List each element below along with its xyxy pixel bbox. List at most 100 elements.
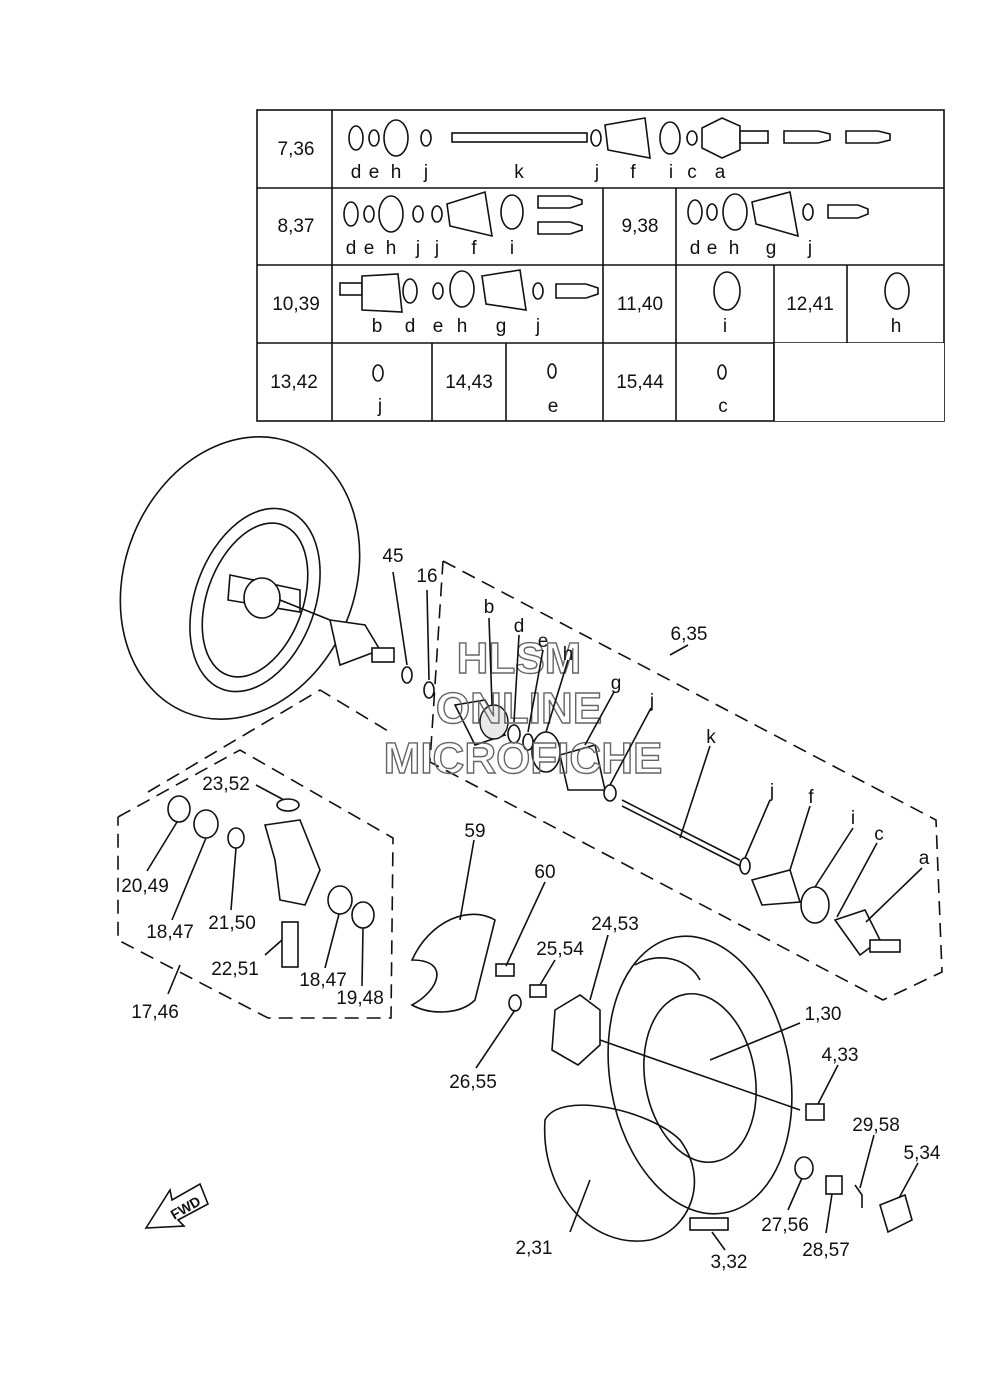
callout-1-30: 1,30 [805, 1004, 842, 1025]
callout-4-33: 4,33 [822, 1045, 859, 1066]
kit-row-id: 15,44 [616, 372, 664, 393]
kit-table: 7,36 8,37 9,38 10,39 11,40 12,41 13,42 1… [256, 109, 945, 422]
watermark: HLSM ONLINE MICROFICHE [383, 633, 663, 783]
watermark-line: ONLINE [436, 684, 602, 733]
callout-25-54: 25,54 [536, 939, 584, 960]
clip-icon [372, 364, 384, 382]
callout-23-52: 23,52 [202, 774, 250, 795]
kit-letter: i [669, 162, 673, 183]
callout-a: a [919, 848, 930, 869]
cotter-pin-icon [854, 1184, 863, 1208]
kit-letter: j [807, 238, 812, 259]
kit-letter: c [718, 396, 728, 417]
kit-row-id: 12,41 [786, 294, 834, 315]
drive-shaft-outline [429, 560, 943, 1001]
circlip-icon [717, 364, 727, 380]
callout-21-50: 21,50 [208, 913, 256, 934]
kit-row-id: 9,38 [622, 216, 659, 237]
kit-letter: h [391, 162, 402, 183]
kit-letter: g [496, 316, 507, 337]
leader-lines [146, 571, 923, 1251]
kit-letter: d [351, 162, 362, 183]
kit-letter: i [723, 316, 727, 337]
kit-letter: e [548, 396, 559, 417]
kit-row-id: 13,42 [270, 372, 318, 393]
callout-18-47: 18,47 [146, 922, 194, 943]
callout-c: c [874, 824, 884, 845]
washer-icon [794, 1156, 814, 1180]
callout-24-53: 24,53 [591, 914, 639, 935]
kit-letter: i [510, 238, 514, 259]
kit-10-parts [339, 269, 599, 313]
band-clamp-icon [884, 272, 910, 310]
kit-letter: c [687, 162, 697, 183]
kit-letter: a [715, 162, 726, 183]
circlip-icon [547, 363, 557, 379]
front-wheel [543, 935, 793, 1242]
kit-letter: e [433, 316, 444, 337]
o-ring-icon [508, 994, 522, 1012]
callout-59: 59 [464, 821, 485, 842]
callout-3-32: 3,32 [711, 1252, 748, 1273]
callout-d: d [514, 616, 525, 637]
kit-letter: h [891, 316, 902, 337]
callout-2-31: 2,31 [516, 1238, 553, 1259]
brake-disc-guard [410, 913, 496, 1013]
knuckle-group-outline [147, 689, 394, 793]
callout-g: g [611, 673, 622, 694]
kit-letter: k [514, 162, 524, 183]
kit-letter: j [535, 316, 540, 337]
callout-29-58: 29,58 [852, 1115, 900, 1136]
kit-letter: d [346, 238, 357, 259]
callout-b: b [484, 597, 495, 618]
kit-letter: j [434, 238, 439, 259]
kit-letter: g [766, 238, 777, 259]
callout-5-34: 5,34 [904, 1143, 941, 1164]
kit-letter: d [405, 316, 416, 337]
callout-20-49: 20,49 [121, 876, 169, 897]
callout-28-57: 28,57 [802, 1240, 850, 1261]
callout-j: j [769, 781, 774, 802]
kit-letter: e [364, 238, 375, 259]
callout-60: 60 [534, 862, 555, 883]
callout-f: f [808, 787, 814, 808]
kit-letter: b [372, 316, 383, 337]
kit-9-parts [687, 191, 869, 238]
rear-wheel-assembly [119, 436, 395, 720]
kit-letter: e [707, 238, 718, 259]
callout-27-56: 27,56 [761, 1215, 809, 1236]
callout-i: i [851, 808, 855, 829]
callout-e: e [538, 631, 549, 652]
fwd-arrow-icon: FWD [144, 1182, 210, 1229]
kit-letter: j [594, 162, 599, 183]
callout-h: h [563, 644, 574, 665]
kit-letter: j [423, 162, 428, 183]
kit-letter: h [729, 238, 740, 259]
kit-row-id: 11,40 [617, 294, 663, 315]
kit-letter: d [690, 238, 701, 259]
kit-letter: f [630, 162, 636, 183]
hub-cap-icon [879, 1193, 913, 1234]
kit-row-id: 10,39 [272, 294, 320, 315]
callout-45: 45 [382, 546, 403, 567]
steering-knuckle [167, 795, 375, 968]
wheel-hub [551, 994, 601, 1066]
kit-letter: f [471, 238, 477, 259]
kit-row-id: 14,43 [445, 372, 493, 393]
callout-j: j [649, 691, 654, 712]
axle-nut-icon [825, 1175, 843, 1195]
callout-26-55: 26,55 [449, 1072, 497, 1093]
callout-k: k [706, 727, 716, 748]
kit-letter: e [369, 162, 380, 183]
kit-8-parts [343, 190, 583, 238]
wheel-nut-icon [805, 1103, 825, 1121]
bolt-icon [495, 963, 515, 977]
callout-19-48: 19,48 [336, 988, 384, 1009]
callout-17-46: 17,46 [131, 1002, 179, 1023]
callout-18-47: 18,47 [299, 970, 347, 991]
kit-row-id: 7,36 [278, 139, 315, 160]
kit-letter: h [386, 238, 397, 259]
callout-labels: 45 16 b d e h g j 6,35 k j f i c a 23,52… [121, 546, 941, 1273]
